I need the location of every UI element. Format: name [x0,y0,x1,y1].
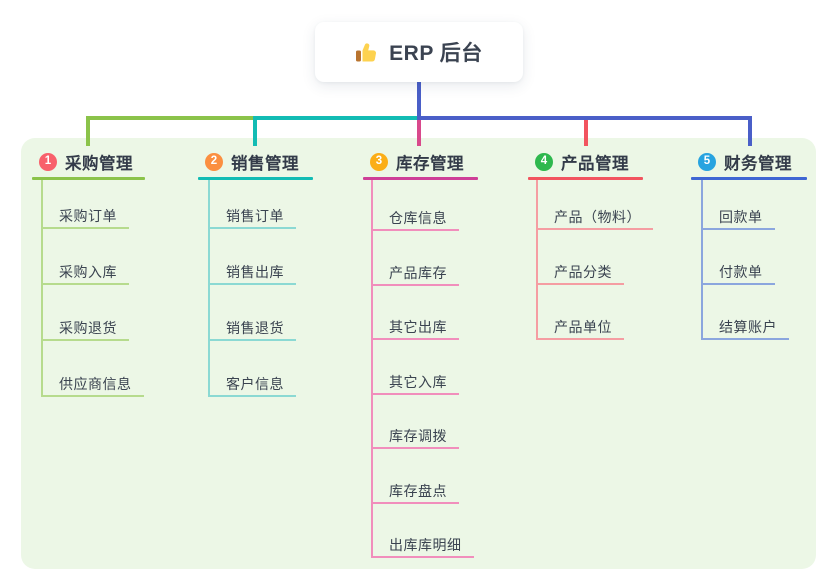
branch-node[interactable]: 4 产品管理 [528,146,643,177]
child-node[interactable]: 销售退货 [210,285,296,341]
child-node-label: 结算账户 [719,319,777,335]
branch-number-badge: 1 [39,152,57,171]
branch-children: 产品（物料） 产品分类 产品单位 [536,180,653,340]
root-node[interactable]: ERP 后台 [315,22,523,82]
child-node-label: 出库库明细 [389,537,462,553]
branch-sales: 2 销售管理 销售订单 销售出库 销售退货 客户信息 [198,146,313,397]
branch-inventory: 3 库存管理 仓库信息 产品库存 其它出库 其它入库 库存调拨 库存盘点 出库库… [363,146,478,558]
child-node[interactable]: 回款单 [703,180,775,230]
child-node-label: 仓库信息 [389,210,447,226]
branch-children: 仓库信息 产品库存 其它出库 其它入库 库存调拨 库存盘点 出库库明细 [371,180,478,558]
child-node[interactable]: 付款单 [703,230,775,285]
child-node-label: 产品分类 [554,264,612,280]
branch-underline [528,177,643,180]
child-node[interactable]: 产品分类 [538,230,624,285]
branch-title: 库存管理 [396,154,464,173]
child-node-label: 其它入库 [389,373,447,390]
branch-number-badge: 5 [698,152,716,171]
branch-number-badge: 2 [205,152,223,171]
child-node-label: 库存调拨 [389,428,447,444]
branch-product: 4 产品管理 产品（物料） 产品分类 产品单位 [528,146,653,340]
child-node-label: 采购退货 [59,320,117,336]
thumbs-up-icon [355,40,379,64]
child-node-label: 采购入库 [59,264,117,280]
child-node[interactable]: 采购订单 [43,180,129,229]
child-node[interactable]: 仓库信息 [373,180,459,231]
branch-title: 采购管理 [65,154,133,173]
child-node[interactable]: 销售出库 [210,229,296,285]
branch-title: 产品管理 [561,154,629,173]
child-node-label: 回款单 [719,209,763,225]
child-node-label: 销售订单 [226,208,284,224]
child-node-label: 产品库存 [389,264,447,281]
child-node[interactable]: 其它入库 [373,340,459,395]
branch-node[interactable]: 5 财务管理 [691,146,807,177]
branch-node[interactable]: 1 采购管理 [32,146,145,177]
child-node-label: 付款单 [719,264,763,280]
branch-title: 财务管理 [724,154,792,173]
branch-underline [363,177,478,180]
child-node-label: 产品单位 [554,319,612,335]
child-node-label: 产品（物料） [554,209,641,225]
child-node[interactable]: 客户信息 [210,341,296,397]
child-node[interactable]: 产品库存 [373,231,459,286]
child-node-label: 库存盘点 [389,482,447,499]
child-node[interactable]: 库存盘点 [373,449,459,504]
child-node-label: 其它出库 [389,319,447,335]
child-node-label: 销售退货 [226,320,284,336]
branch-children: 销售订单 销售出库 销售退货 客户信息 [208,180,313,397]
child-node[interactable]: 销售订单 [210,180,296,229]
branch-node[interactable]: 2 销售管理 [198,146,313,177]
branch-finance: 5 财务管理 回款单 付款单 结算账户 [691,146,807,340]
child-node[interactable]: 供应商信息 [43,341,144,397]
child-node-label: 销售出库 [226,264,284,280]
branch-underline [691,177,807,180]
branch-number-badge: 4 [535,152,553,171]
child-node[interactable]: 结算账户 [703,285,789,340]
branch-children: 采购订单 采购入库 采购退货 供应商信息 [41,180,145,397]
child-node[interactable]: 产品单位 [538,285,624,340]
child-node[interactable]: 库存调拨 [373,395,459,449]
root-node-label: ERP 后台 [389,42,483,65]
child-node[interactable]: 产品（物料） [538,180,653,230]
branch-node[interactable]: 3 库存管理 [363,146,478,177]
child-node[interactable]: 其它出库 [373,286,459,340]
branch-children: 回款单 付款单 结算账户 [701,180,807,340]
branch-underline [198,177,313,180]
child-node[interactable]: 出库库明细 [373,504,474,558]
branch-purchase: 1 采购管理 采购订单 采购入库 采购退货 供应商信息 [32,146,145,397]
branch-number-badge: 3 [370,152,388,171]
branch-title: 销售管理 [231,154,299,173]
child-node-label: 供应商信息 [59,376,132,392]
child-node-label: 客户信息 [226,376,284,392]
child-node[interactable]: 采购入库 [43,229,129,285]
child-node[interactable]: 采购退货 [43,285,129,341]
branches-background-panel [21,138,816,569]
child-node-label: 采购订单 [59,208,117,224]
branch-underline [32,177,145,180]
